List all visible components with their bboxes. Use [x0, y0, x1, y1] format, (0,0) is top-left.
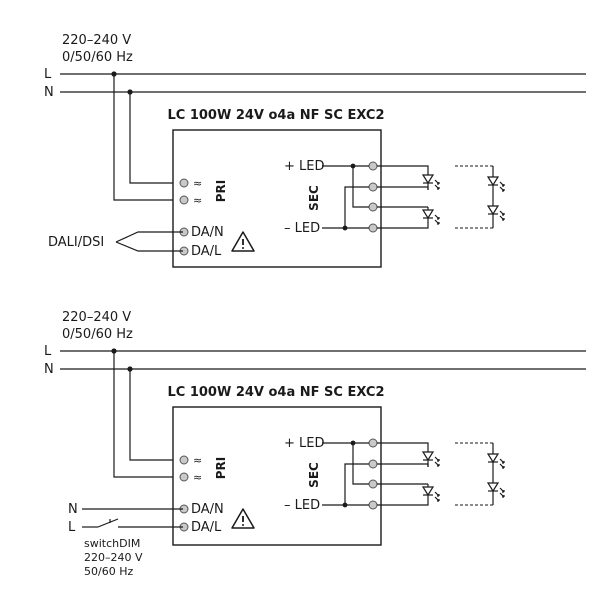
led-plus-label: + LED: [284, 436, 325, 451]
terminal: [368, 500, 378, 510]
switch-icon: [97, 518, 119, 528]
control-label: DALI/DSI: [48, 235, 104, 250]
led-icon: [487, 450, 505, 470]
terminal: [368, 438, 378, 448]
line-n-label: N: [44, 362, 54, 377]
line-n-label: N: [44, 85, 54, 100]
wire-l-to-pri: [113, 74, 183, 201]
device-title: LC 100W 24V o4a NF SC EXC2: [167, 385, 384, 400]
terminal-da-n: DA/N: [191, 502, 224, 517]
terminal-da-l: DA/L: [191, 520, 222, 535]
terminal: [179, 472, 189, 482]
supply-voltage: 220–240 V: [62, 310, 131, 325]
led-icon: [422, 483, 440, 503]
diagram-switchdim: 220–240 V 0/50/60 Hz L N LC 100W 24V o4a…: [44, 310, 586, 578]
sec-label: SEC: [307, 185, 321, 211]
wire: [377, 502, 429, 506]
line-l-label: L: [44, 344, 52, 359]
led-minus-label: – LED: [284, 498, 320, 513]
wire: [344, 463, 369, 505]
control-wire: [115, 231, 183, 243]
control-wire: [115, 241, 183, 252]
terminal: [368, 161, 378, 171]
supply-frequency: 0/50/60 Hz: [62, 50, 133, 65]
led-minus-label: – LED: [284, 221, 320, 236]
terminal: [179, 455, 189, 465]
diagram-dali: 220–240 V 0/50/60 Hz L N LC 100W 24V o4a…: [44, 33, 586, 268]
supply-voltage: 220–240 V: [62, 33, 131, 48]
switch-title: switchDIM: [84, 537, 140, 550]
terminal: [179, 195, 189, 205]
terminal: [368, 182, 378, 192]
terminal: [368, 202, 378, 212]
wire: [352, 166, 369, 208]
wire-l-to-pri: [113, 351, 183, 478]
mains-symbol: ≈: [193, 454, 202, 467]
switch-voltage: 220–240 V: [84, 551, 143, 564]
wire: [377, 442, 429, 449]
driver-box: [172, 129, 382, 268]
mains-symbol: ≈: [193, 177, 202, 190]
supply-frequency: 0/50/60 Hz: [62, 327, 133, 342]
led-icon: [487, 479, 505, 499]
led-icon: [487, 202, 505, 222]
terminal: [368, 223, 378, 233]
terminal-da-l: DA/L: [191, 244, 222, 259]
wire-n-to-pri: [129, 92, 183, 184]
switch-l-label: L: [68, 520, 76, 535]
wire: [377, 463, 429, 467]
line-l-label: L: [44, 67, 52, 82]
pri-label: PRI: [214, 180, 228, 203]
led-plus-label: + LED: [284, 159, 325, 174]
device-title: LC 100W 24V o4a NF SC EXC2: [167, 108, 384, 123]
terminal: [368, 479, 378, 489]
wire-n-to-pri: [129, 369, 183, 461]
switch-n-label: N: [68, 502, 78, 517]
terminal: [368, 459, 378, 469]
terminal: [179, 178, 189, 188]
wire: [352, 443, 369, 485]
switch-frequency: 50/60 Hz: [84, 565, 133, 578]
terminal-da-n: DA/N: [191, 225, 224, 240]
driver-box: [172, 406, 382, 546]
pri-label: PRI: [214, 457, 228, 480]
wire: [377, 165, 429, 172]
led-icon: [487, 173, 505, 193]
sec-label: SEC: [307, 462, 321, 488]
mains-symbol: ≈: [193, 471, 202, 484]
mains-symbol: ≈: [193, 194, 202, 207]
wire: [377, 186, 429, 190]
led-icon: [422, 206, 440, 226]
wire: [377, 225, 429, 229]
wire: [344, 186, 369, 228]
